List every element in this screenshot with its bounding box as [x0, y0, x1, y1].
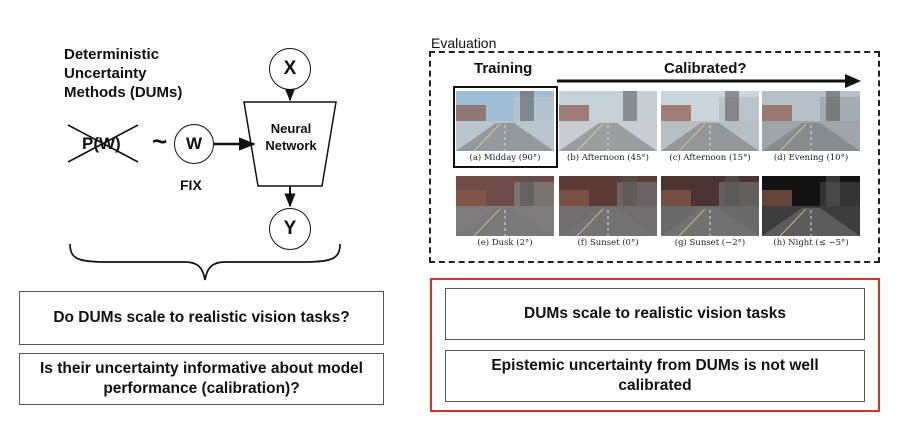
- grouping-brace: [69, 243, 341, 281]
- condition-thumbnail: [456, 91, 554, 151]
- condition-caption: (h) Night (≤ −5°): [773, 238, 849, 248]
- prior-label: P(W): [82, 134, 121, 153]
- condition-thumbnail: [762, 91, 860, 151]
- fix-label: FIX: [180, 177, 202, 193]
- condition-thumbnail: [661, 91, 759, 151]
- finding-box-calibration: Epistemic uncertainty from DUMs is not w…: [445, 350, 865, 402]
- dums-title: Deterministic Uncertainty Methods (DUMs): [64, 46, 183, 101]
- training-label: Training: [474, 60, 533, 77]
- network-trapezoid: [243, 101, 337, 187]
- question-box-calibration: Is their uncertainty informative about m…: [19, 353, 384, 405]
- condition-caption: (b) Afternoon (45°): [566, 153, 649, 163]
- condition-caption: (d) Evening (10°): [773, 153, 849, 163]
- condition-thumbnail: [559, 91, 657, 151]
- finding-box-scale: DUMs scale to realistic vision tasks: [445, 288, 865, 340]
- training-highlight-box: [453, 86, 558, 168]
- dum-diagram: [67, 87, 341, 281]
- tilde-symbol: ~: [152, 126, 168, 156]
- condition-caption: (g) Sunset (−2°): [674, 238, 746, 248]
- prior-cross-icon: [67, 124, 139, 163]
- calibrated-arrow: [557, 74, 861, 88]
- calibrated-label: Calibrated?: [664, 60, 747, 77]
- node-w: W: [174, 124, 214, 164]
- condition-thumbnail: [762, 176, 860, 236]
- network-label: Neural Network: [265, 121, 317, 153]
- evaluation-frame: [429, 51, 880, 263]
- node-y: Y: [269, 208, 311, 250]
- condition-thumbnail: [661, 176, 759, 236]
- condition-caption: (e) Dusk (2°): [477, 238, 533, 248]
- condition-caption: (c) Afternoon (15°): [669, 153, 751, 163]
- node-x: X: [269, 48, 311, 90]
- condition-thumbnail: [456, 176, 554, 236]
- condition-caption: (a) Midday (90°): [469, 153, 541, 163]
- evaluation-label: Evaluation: [431, 35, 497, 51]
- question-box-scale: Do DUMs scale to realistic vision tasks?: [19, 291, 384, 345]
- condition-thumbnail: [559, 176, 657, 236]
- condition-caption: (f) Sunset (0°): [577, 238, 639, 248]
- results-frame: [430, 278, 880, 412]
